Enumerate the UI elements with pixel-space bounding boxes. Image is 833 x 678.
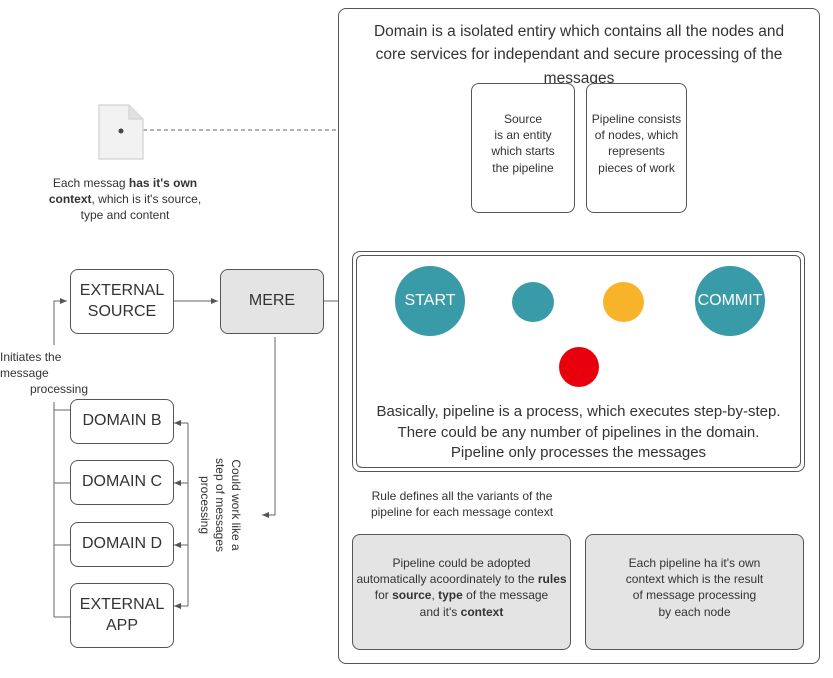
could-work-note: Could work like a step of messages proce… <box>197 457 243 553</box>
initiates-bracket <box>53 301 67 617</box>
pipeline-description: Basically, pipeline is a process, which … <box>376 403 781 462</box>
message-note: Each messag has it's own context, which … <box>48 176 202 223</box>
step-node <box>512 282 554 322</box>
document-icon <box>97 103 145 161</box>
pipeline-context-note: Each pipeline ha it's own context which … <box>585 534 804 650</box>
initiates-label: Initiates the message processing <box>0 349 110 398</box>
source-note: Source is an entity which starts the pip… <box>471 83 575 213</box>
pipeline-box <box>352 251 805 472</box>
mere-to-domains-line <box>262 337 276 518</box>
commit-node: COMMIT <box>695 266 765 336</box>
rules-adoption-note: Pipeline could be adopted automatically … <box>352 534 571 650</box>
mere-box: MERE <box>220 269 324 334</box>
yellow-step-node <box>603 282 644 322</box>
external-app-box: EXTERNAL APP <box>70 583 174 648</box>
domain-title: Domain is a isolated entiry which contai… <box>373 23 785 87</box>
error-node <box>559 347 599 387</box>
domain-b-box: DOMAIN B <box>70 399 174 444</box>
pipeline-note: Pipeline consists of nodes, which repres… <box>586 83 687 213</box>
start-node: START <box>395 266 465 336</box>
rule-note: Rule defines all the variants of the pip… <box>370 489 554 520</box>
domain-d-box: DOMAIN D <box>70 522 174 567</box>
external-source-box: EXTERNAL SOURCE <box>70 269 174 334</box>
domain-c-box: DOMAIN C <box>70 460 174 505</box>
